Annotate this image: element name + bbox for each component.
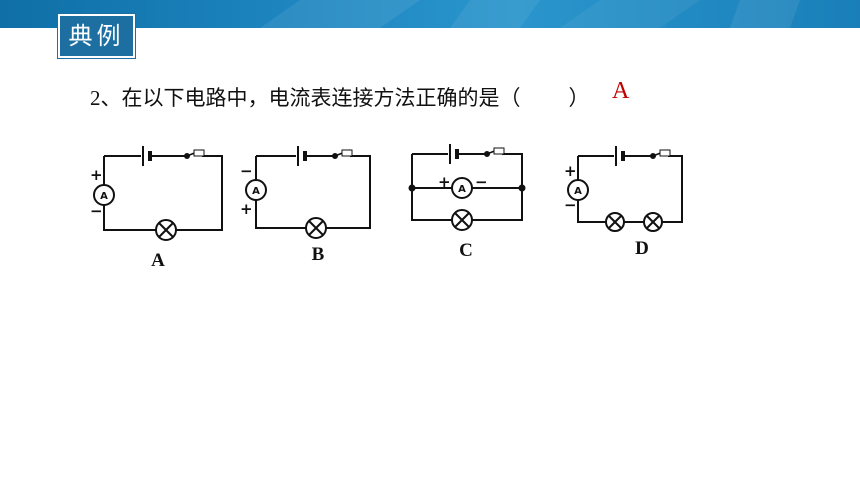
circuit-c: A + − C — [400, 140, 545, 279]
ammeter-symbol: A — [574, 186, 582, 197]
circuit-d: A + − D — [564, 140, 709, 279]
answer-text: A — [612, 78, 630, 104]
circuit-label: D — [635, 238, 649, 259]
circuit-label: A — [151, 250, 165, 271]
ammeter-symbol: A — [100, 191, 108, 202]
circuit-label: C — [459, 240, 473, 261]
plus-sign: + — [438, 173, 451, 191]
ammeter-symbol: A — [252, 186, 260, 197]
minus-sign: − — [90, 202, 103, 220]
question-number: 2 — [90, 86, 101, 110]
plus-sign: + — [564, 162, 577, 180]
circuit-a: A + − A — [86, 140, 231, 279]
example-tag: 典例 — [58, 14, 135, 58]
minus-sign: − — [475, 173, 488, 191]
minus-sign: − — [564, 196, 577, 214]
plus-sign: + — [90, 166, 103, 184]
top-banner — [0, 0, 860, 28]
circuit-label: B — [312, 244, 325, 265]
banner-texture — [260, 0, 800, 28]
question-body: 、在以下电路中，电流表连接方法正确的是（ — [100, 86, 521, 110]
question-text: 2、在以下电路中，电流表连接方法正确的是（ ） — [90, 82, 590, 112]
minus-sign: − — [240, 162, 253, 180]
circuit-b: A − + B — [240, 140, 385, 279]
question-close: ） — [568, 86, 590, 110]
plus-sign: + — [240, 200, 253, 218]
ammeter-symbol: A — [458, 184, 466, 195]
